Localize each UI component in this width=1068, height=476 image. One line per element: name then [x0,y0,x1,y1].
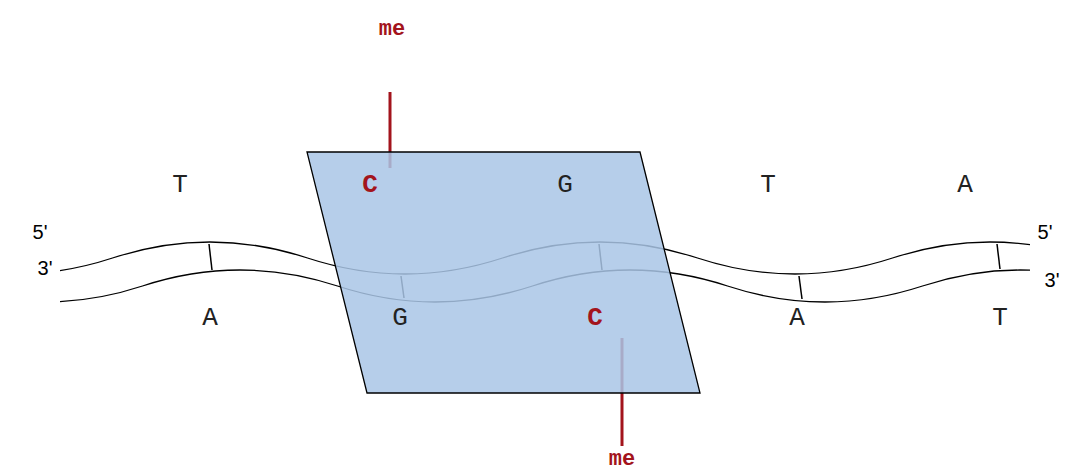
guanine-base: G [392,305,408,331]
cpg-site-box: C G G C [307,152,700,393]
base-pair-bond [209,244,212,270]
guanine-base: G [557,172,573,198]
base-letter: A [957,172,973,198]
strand-end-label: 3' [38,258,53,278]
base-pair-bond [997,244,1000,269]
strand-end-label: 5' [1038,222,1053,242]
base-pair-bond [799,276,802,299]
base-letter: A [789,305,805,331]
methylated-cytosine: C [587,305,603,331]
methyl-label: me [609,449,635,471]
strand-end-label: 3' [1045,270,1060,290]
methylated-cytosine: C [362,172,378,198]
base-letter: A [202,305,218,331]
strand-end-label: 5' [33,222,48,242]
base-letter: T [992,305,1008,331]
base-letter: T [760,172,776,198]
base-letter: T [172,172,188,198]
parallelogram-shape [307,152,700,393]
methyl-label: me [379,19,405,41]
